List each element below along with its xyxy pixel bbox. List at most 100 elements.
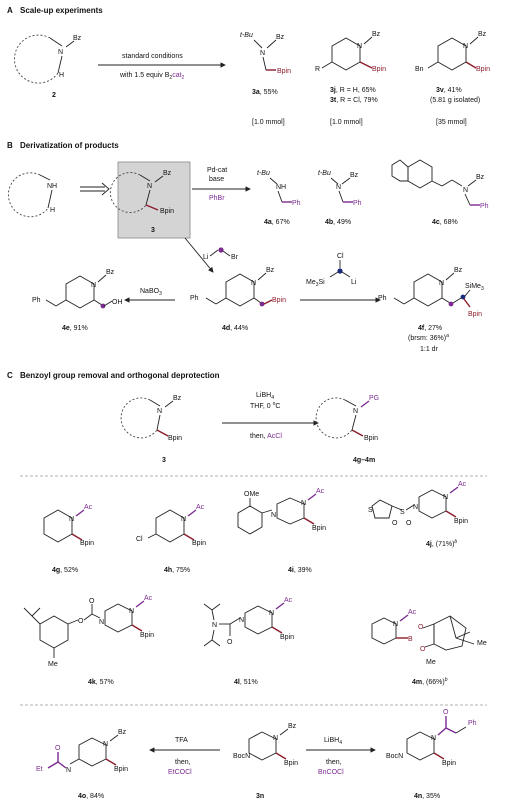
svg-text:Et: Et bbox=[36, 766, 43, 773]
svg-text:Bz: Bz bbox=[173, 395, 182, 402]
svg-text:4g–4m: 4g–4m bbox=[353, 457, 375, 464]
svg-text:Li: Li bbox=[203, 254, 209, 261]
svg-text:Me: Me bbox=[48, 661, 58, 668]
svg-text:Bpin: Bpin bbox=[364, 435, 378, 442]
svg-text:N: N bbox=[260, 50, 265, 57]
svg-text:N: N bbox=[212, 622, 217, 629]
svg-text:Br: Br bbox=[231, 254, 239, 261]
compound-4c: N Bz Ph 4c, 68% bbox=[391, 159, 489, 226]
compound-3a-tbu: t-Bu bbox=[240, 32, 253, 39]
compound-3-box-label: 3 bbox=[151, 227, 155, 234]
svg-text:N: N bbox=[147, 183, 152, 190]
svg-text:N: N bbox=[439, 280, 444, 287]
svg-text:NH: NH bbox=[276, 184, 286, 191]
compound-4f-result: 4f, 27% bbox=[418, 325, 442, 332]
svg-text:4o, 84%: 4o, 84% bbox=[78, 793, 104, 800]
svg-text:Me: Me bbox=[426, 659, 436, 666]
svg-text:3: 3 bbox=[162, 457, 166, 464]
compound-3v-scale: [35 mmol] bbox=[436, 119, 467, 126]
svg-text:Ph: Ph bbox=[353, 200, 362, 207]
svg-text:PG: PG bbox=[369, 395, 379, 402]
svg-text:Bpin: Bpin bbox=[284, 760, 298, 767]
svg-text:O: O bbox=[406, 520, 412, 527]
svg-text:O: O bbox=[78, 618, 84, 625]
svg-text:N: N bbox=[157, 408, 162, 415]
svg-text:B: B bbox=[408, 636, 413, 643]
compound-3-box bbox=[117, 161, 191, 239]
svg-text:Ac: Ac bbox=[316, 488, 325, 495]
svg-text:Ac: Ac bbox=[144, 595, 153, 602]
svg-text:Me: Me bbox=[477, 640, 487, 647]
svg-text:Ph: Ph bbox=[292, 200, 301, 207]
compound-4a: t-Bu NH Ph 4a, 67% bbox=[257, 170, 301, 226]
svg-text:N: N bbox=[69, 516, 74, 523]
compound-4a-result: 4a, 67% bbox=[264, 219, 290, 226]
compound-3v-result: 3v, 41% bbox=[436, 87, 462, 94]
compound-3n: N Bz Bpin BocN 3n bbox=[233, 723, 298, 800]
svg-text:Bz: Bz bbox=[476, 174, 485, 181]
svg-text:Bz: Bz bbox=[350, 172, 359, 179]
section-c-header: Benzoyl group removal and orthogonal dep… bbox=[20, 371, 220, 380]
svg-text:Ac: Ac bbox=[458, 481, 467, 488]
section-a-letter: A bbox=[7, 6, 13, 15]
compound-3j-result: 3j, R = H, 65% bbox=[330, 87, 376, 94]
svg-text:Bpin: Bpin bbox=[442, 760, 456, 767]
svg-text:Me3Si: Me3Si bbox=[306, 279, 325, 288]
svg-text:Bz: Bz bbox=[106, 269, 115, 276]
compound-4d: N Bz Bpin Ph 4d, 44% bbox=[190, 267, 286, 332]
svg-text:Bz: Bz bbox=[478, 31, 487, 38]
condition-standard: standard conditions bbox=[122, 53, 183, 60]
svg-text:Ph: Ph bbox=[378, 295, 387, 302]
reagent-nabo3: NaBO3 bbox=[140, 288, 162, 297]
svg-text:Li: Li bbox=[351, 279, 357, 286]
svg-text:O: O bbox=[227, 639, 233, 646]
reagent-li-br: Li Br bbox=[203, 247, 239, 261]
svg-text:O: O bbox=[89, 598, 95, 605]
compound-4h: N Ac Bpin Cl 4h, 75% bbox=[136, 504, 206, 574]
svg-text:N: N bbox=[463, 43, 468, 50]
svg-text:OH: OH bbox=[112, 299, 123, 306]
section-c: C Benzoyl group removal and orthogonal d… bbox=[7, 371, 487, 800]
reagent-pdcat: Pd-cat bbox=[207, 167, 227, 174]
arrow-diag bbox=[184, 237, 214, 273]
compound-2-n: N bbox=[58, 49, 63, 56]
compound-4f-dr: 1:1 dr bbox=[420, 346, 439, 353]
compound-4b-result: 4b, 49% bbox=[325, 219, 351, 226]
svg-text:N: N bbox=[353, 408, 358, 415]
condition-equiv: with 1.5 equiv B2cat2 bbox=[119, 72, 185, 81]
svg-text:Bpin: Bpin bbox=[168, 435, 182, 442]
svg-text:N: N bbox=[431, 735, 436, 742]
svg-text:N: N bbox=[273, 735, 278, 742]
svg-text:O: O bbox=[443, 709, 449, 716]
svg-text:Ac: Ac bbox=[408, 609, 417, 616]
compound-3-boxed: N Bz Bpin 3 bbox=[109, 170, 174, 234]
svg-text:THF, 0 oC: THF, 0 oC bbox=[250, 401, 280, 410]
svg-text:O: O bbox=[392, 520, 398, 527]
section-b: B Derivatization of products NH H N Bz B… bbox=[7, 141, 489, 353]
svg-text:Bpin: Bpin bbox=[372, 66, 386, 73]
compound-3j-3t: N Bz Bpin R 3j, R = H, 65% 3t, R = Cl, 7… bbox=[315, 31, 386, 126]
compound-4k: Me O O N N Ac Bpin 4k, 57% bbox=[23, 595, 154, 686]
reagent-carbenoid: Cl Me3Si Li bbox=[306, 253, 357, 288]
reagent-phbr: PhBr bbox=[209, 195, 225, 202]
compound-4b: t-Bu N Bz Ph 4b, 49% bbox=[318, 170, 362, 226]
svg-text:R: R bbox=[315, 66, 320, 73]
compound-2-label: 2 bbox=[52, 92, 56, 99]
svg-text:N: N bbox=[413, 504, 418, 511]
compound-4g-4m: N PG Bpin 4g–4m bbox=[315, 395, 379, 464]
retro-arrow bbox=[80, 182, 110, 196]
svg-text:N: N bbox=[66, 767, 71, 774]
svg-text:Ph: Ph bbox=[480, 203, 489, 210]
svg-text:N: N bbox=[443, 494, 448, 501]
compound-3v-isolated: (5.81 g isolated) bbox=[430, 97, 480, 104]
compound-4l: N O N N Ac Bpin 4l, 51% bbox=[203, 597, 294, 686]
compound-2-bz: Bz bbox=[73, 35, 82, 42]
section-b-letter: B bbox=[7, 141, 13, 150]
svg-text:Cl: Cl bbox=[337, 253, 344, 260]
svg-text:then,: then, bbox=[326, 759, 342, 766]
svg-text:SiMe3: SiMe3 bbox=[465, 283, 484, 292]
svg-text:OMe: OMe bbox=[244, 491, 259, 498]
section-c-letter: C bbox=[7, 371, 13, 380]
svg-text:t-Bu: t-Bu bbox=[257, 170, 270, 177]
svg-text:Ac: Ac bbox=[196, 504, 205, 511]
